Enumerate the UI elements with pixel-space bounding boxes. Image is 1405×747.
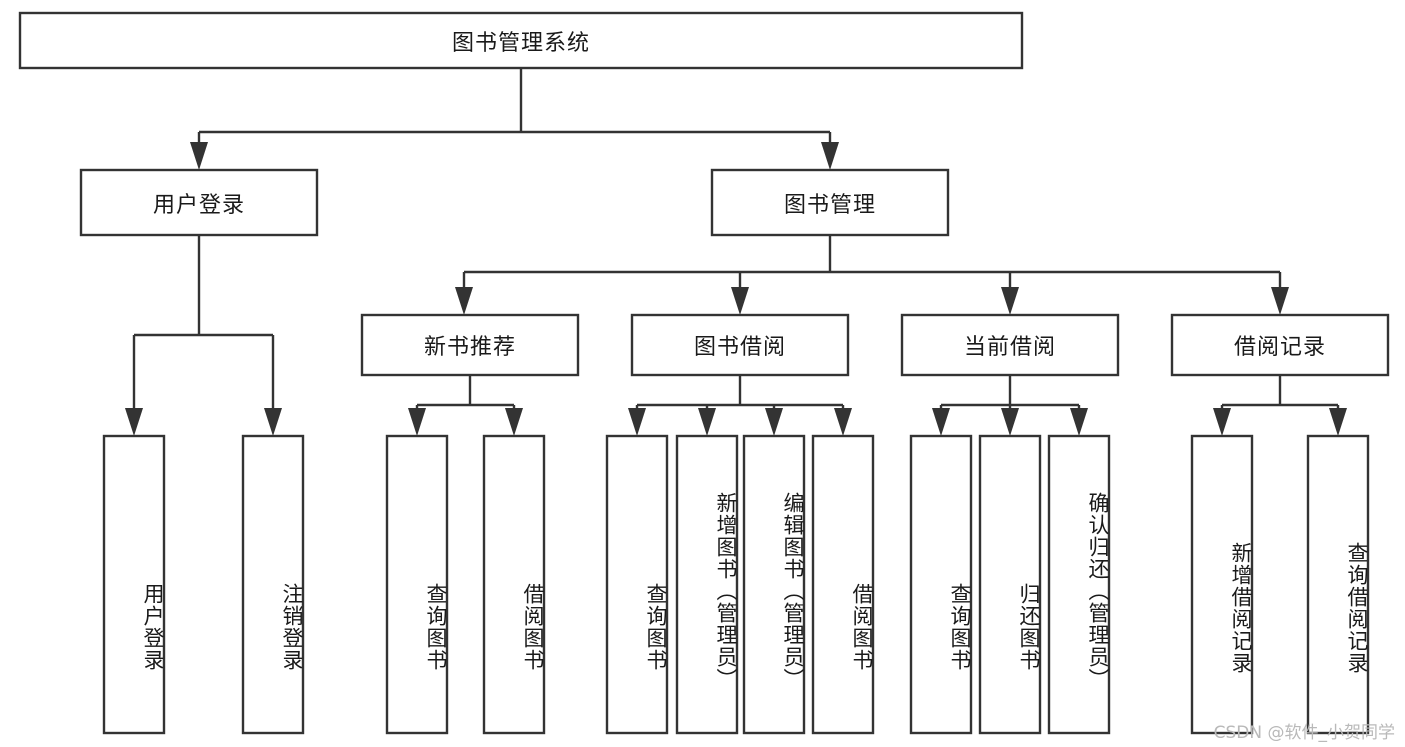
arrow-bookmgmt-child-2 (731, 287, 749, 315)
node-box-leaf-new-book-1[interactable] (385, 434, 449, 735)
arrow-root-to-userlogin (190, 142, 208, 170)
node-label-user-login: 用户登录 (152, 192, 245, 218)
node-label-root: 图书管理系统 (451, 30, 590, 56)
node-label-new-book-recommend: 新书推荐 (423, 335, 516, 360)
arrow-userlogin-leaf-1 (125, 408, 143, 436)
node-label-leaf-current-1: 查询图书 (948, 582, 972, 671)
node-box-borrow-records[interactable] (1170, 313, 1390, 377)
node-box-book-borrow[interactable] (630, 313, 850, 377)
node-label-leaf-records-1: 新增借阅记录 (1229, 542, 1253, 674)
node-label-leaf-borrow-1: 查询图书 (644, 582, 668, 671)
node-box-book-management[interactable] (710, 168, 950, 237)
node-box-current-borrow[interactable] (900, 313, 1120, 377)
node-label-leaf-new-book-1: 查询图书 (424, 582, 448, 671)
node-label-leaf-current-2: 归还图书 (1017, 582, 1041, 671)
node-label-book-borrow: 图书借阅 (693, 335, 786, 360)
node-label-book-management: 图书管理 (783, 192, 876, 218)
arrow-borrow-leaf-3 (765, 408, 783, 436)
arrow-records-leaf-2 (1329, 408, 1347, 436)
node-box-leaf-user-login-1[interactable] (102, 434, 166, 735)
node-box-new-book-recommend[interactable] (360, 313, 580, 377)
connector-group-root (190, 68, 839, 170)
node-box-leaf-new-book-2[interactable] (482, 434, 546, 735)
connector-group-bookmgmt (455, 235, 1289, 315)
arrow-bookmgmt-child-4 (1271, 287, 1289, 315)
node-label-current-borrow: 当前借阅 (963, 335, 1056, 360)
node-label-leaf-user-login-1: 用户登录 (141, 582, 165, 671)
arrow-root-to-bookmgmt (821, 142, 839, 170)
node-box-user-login[interactable] (79, 168, 319, 237)
arrow-current-leaf-3 (1070, 408, 1088, 436)
node-label-leaf-borrow-4: 借阅图书 (850, 582, 874, 671)
node-label-borrow-records: 借阅记录 (1233, 335, 1326, 360)
node-box-leaf-records-1[interactable] (1190, 434, 1254, 735)
node-box-leaf-borrow-3[interactable] (742, 434, 806, 735)
node-label-leaf-borrow-2: 新增图书（管理员） (714, 491, 738, 690)
arrow-bookmgmt-child-3 (1001, 287, 1019, 315)
node-label-leaf-new-book-2: 借阅图书 (521, 582, 545, 671)
arrow-records-leaf-1 (1213, 408, 1231, 436)
arrow-newbook-leaf-1 (408, 408, 426, 436)
node-label-leaf-records-2: 查询借阅记录 (1345, 542, 1369, 674)
arrow-borrow-leaf-2 (698, 408, 716, 436)
node-box-leaf-records-2[interactable] (1306, 434, 1370, 735)
node-box-leaf-borrow-2[interactable] (675, 434, 739, 735)
node-box-leaf-borrow-4[interactable] (811, 434, 875, 735)
node-box-leaf-user-login-2[interactable] (241, 434, 305, 735)
node-box-root[interactable] (18, 11, 1024, 70)
node-box-leaf-current-1[interactable] (909, 434, 973, 735)
arrow-bookmgmt-child-1 (455, 287, 473, 315)
arrow-borrow-leaf-1 (628, 408, 646, 436)
connector-group-borrow (628, 375, 852, 436)
arrow-newbook-leaf-2 (505, 408, 523, 436)
connector-group-userlogin (125, 235, 282, 436)
connector-group-current (932, 375, 1088, 436)
arrow-borrow-leaf-4 (834, 408, 852, 436)
node-box-leaf-current-3[interactable] (1047, 434, 1111, 735)
connector-group-newbook (408, 375, 523, 436)
node-box-leaf-current-2[interactable] (978, 434, 1042, 735)
node-label-leaf-current-3: 确认归还（管理员） (1086, 491, 1110, 690)
arrow-current-leaf-1 (932, 408, 950, 436)
arrow-current-leaf-2 (1001, 408, 1019, 436)
node-label-leaf-user-login-2: 注销登录 (280, 582, 304, 671)
connector-group-records (1213, 375, 1347, 436)
node-box-leaf-borrow-1[interactable] (605, 434, 669, 735)
arrow-userlogin-leaf-2 (264, 408, 282, 436)
node-label-leaf-borrow-3: 编辑图书（管理员） (781, 491, 805, 690)
